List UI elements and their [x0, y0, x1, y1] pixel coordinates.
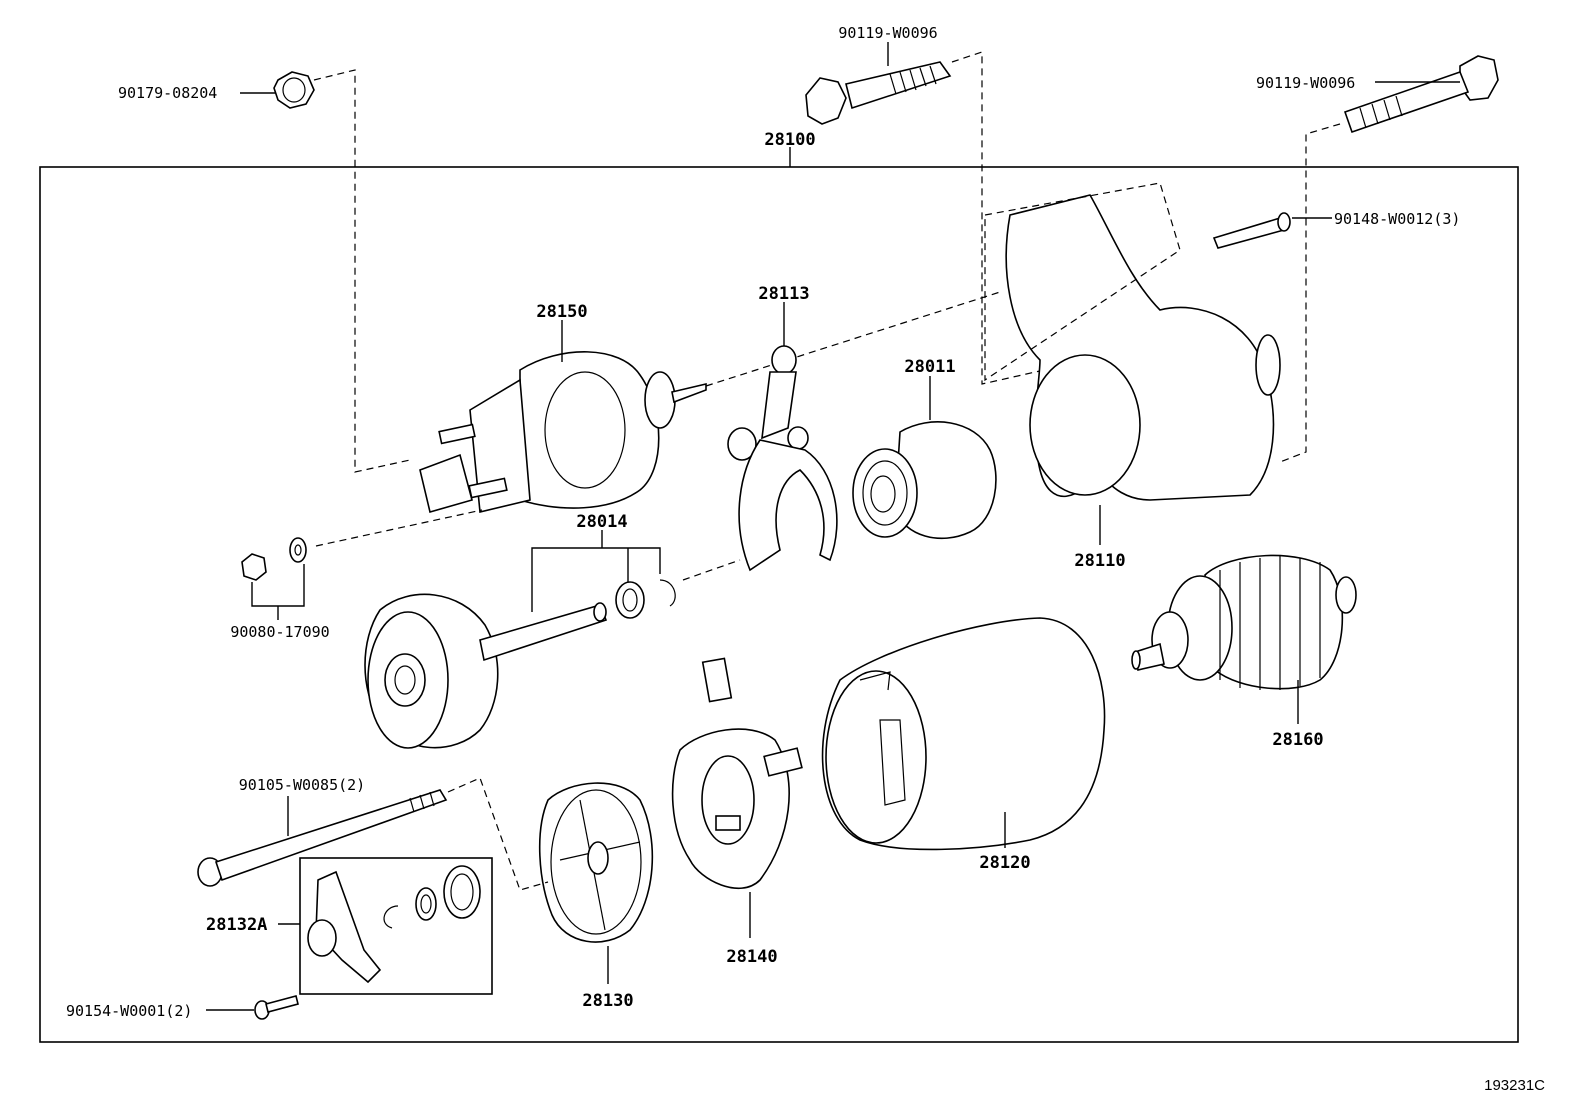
screw-right-part	[1212, 212, 1291, 249]
shaft-set-label[interactable]: 28014	[576, 512, 627, 532]
nut-dash-guide	[313, 69, 411, 473]
housing-part	[984, 182, 1281, 501]
yoke-label[interactable]: 28120	[979, 853, 1030, 873]
brush-holder-part	[671, 657, 803, 890]
lever-part	[727, 345, 838, 572]
end-frame-part	[538, 782, 654, 943]
nut-washer-label[interactable]: 90080-17090	[230, 623, 329, 641]
bolt-center-dash-guide	[951, 51, 1063, 385]
bearing-kit-label[interactable]: 28132A	[206, 915, 267, 935]
lever-label[interactable]: 28113	[758, 284, 809, 304]
bolt-center-part	[805, 61, 952, 125]
armature-label[interactable]: 28160	[1272, 730, 1323, 750]
washer-dash-guide	[315, 509, 483, 547]
magnetic-switch-label[interactable]: 28150	[536, 302, 587, 322]
bolt-right-label[interactable]: 90119-W0096	[1256, 74, 1355, 92]
armature-part	[1131, 554, 1357, 690]
figure-id: 193231C	[1484, 1077, 1545, 1094]
nut-top-left-label[interactable]: 90179-08204	[118, 84, 217, 102]
bolt-right-part	[1343, 55, 1499, 134]
through-bolt-dash-guide	[447, 777, 549, 891]
shaft-set-part	[364, 579, 676, 749]
housing-label[interactable]: 28110	[1074, 551, 1125, 571]
switch-dash-guide	[705, 291, 1001, 387]
clutch-label[interactable]: 28011	[904, 357, 955, 377]
shaft-set-bracket	[531, 547, 661, 612]
assembly-label[interactable]: 28100	[764, 130, 815, 150]
screw-bottom-left-label[interactable]: 90154-W0001(2)	[66, 1002, 192, 1020]
nut-washer-part	[241, 537, 307, 581]
brush-holder-label[interactable]: 28140	[726, 947, 777, 967]
screw-bottom-left-part	[254, 995, 299, 1020]
bolt-right-dash-guide	[1279, 123, 1341, 463]
shaft-dash-guide	[682, 559, 741, 581]
bearing-kit-part	[307, 865, 481, 984]
yoke-part	[821, 617, 1106, 851]
bearing-kit-box	[299, 857, 493, 995]
through-bolt-label[interactable]: 90105-W0085(2)	[239, 776, 365, 794]
clutch-part	[852, 421, 997, 540]
bolt-center-label[interactable]: 90119-W0096	[838, 24, 937, 42]
flange-nut-part	[273, 71, 315, 109]
assembly-frame	[39, 166, 1519, 1043]
end-frame-label[interactable]: 28130	[582, 991, 633, 1011]
magnetic-switch-part	[419, 351, 707, 513]
screw-right-label[interactable]: 90148-W0012(3)	[1334, 210, 1460, 228]
through-bolt-part	[197, 789, 448, 887]
